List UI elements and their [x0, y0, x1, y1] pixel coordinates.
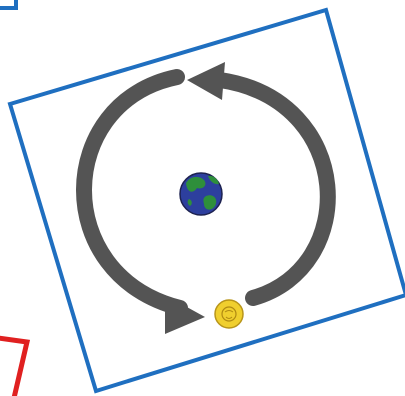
corner-frame-blue — [0, 0, 16, 8]
corner-frame-red — [0, 338, 27, 396]
sun-icon — [215, 300, 243, 328]
earth-icon — [180, 173, 222, 215]
